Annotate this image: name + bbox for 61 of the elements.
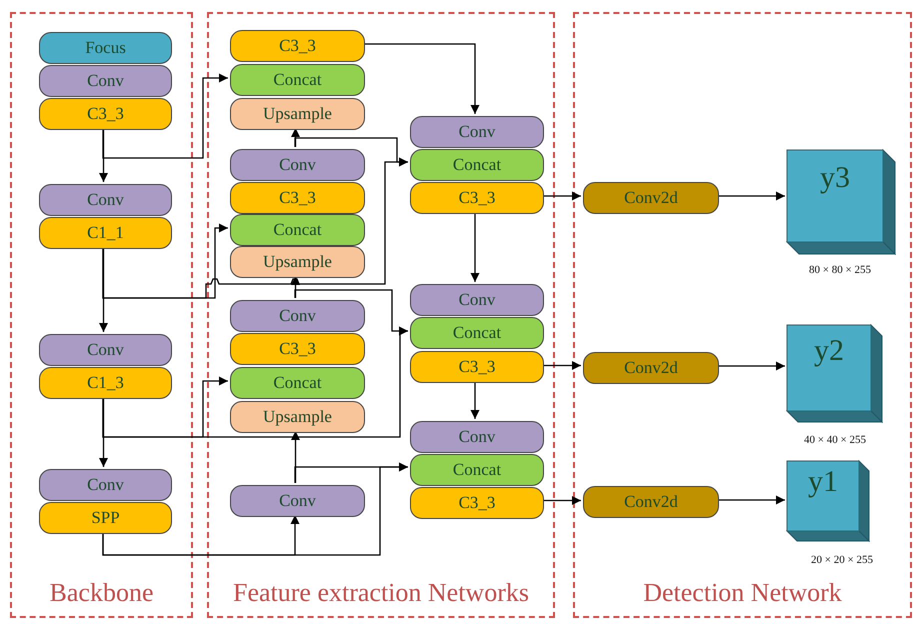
dimension-note: 20 × 20 × 255 bbox=[811, 554, 873, 566]
layer-block: C3_3 bbox=[230, 182, 365, 214]
layer-block: Conv2d bbox=[583, 352, 719, 384]
layer-block: Concat bbox=[410, 149, 544, 181]
layer-block: Concat bbox=[410, 454, 544, 486]
layer-block: Conv bbox=[410, 421, 544, 453]
arrow bbox=[542, 192, 581, 200]
section-title: Backbone bbox=[48, 578, 154, 608]
layer-block: C3_3 bbox=[39, 98, 172, 130]
arrow bbox=[717, 192, 785, 200]
layer-block: Conv2d bbox=[583, 486, 719, 518]
section-frame bbox=[207, 12, 555, 618]
arrow bbox=[470, 212, 480, 282]
layer-block: Conv bbox=[39, 65, 172, 97]
dimension-note: 80 × 80 × 255 bbox=[809, 264, 871, 276]
section-title: Feature extraction Networks bbox=[232, 578, 530, 608]
arrow bbox=[291, 431, 300, 483]
arrow bbox=[294, 289, 408, 336]
arrow bbox=[542, 361, 581, 370]
section-title: Detection Network bbox=[642, 578, 843, 608]
dimension-note: 40 × 40 × 255 bbox=[804, 434, 866, 446]
arrow bbox=[363, 43, 480, 114]
section-frame bbox=[573, 12, 912, 618]
layer-block: Focus bbox=[39, 32, 172, 64]
arrow bbox=[102, 74, 228, 159]
layer-block: Conv2d bbox=[583, 182, 719, 214]
section-frame bbox=[10, 12, 193, 618]
layer-block: C3_3 bbox=[410, 182, 544, 214]
arrow bbox=[294, 462, 408, 483]
arrow bbox=[542, 496, 581, 505]
layer-block: C3_3 bbox=[410, 351, 544, 383]
arrow bbox=[717, 362, 785, 370]
arrow bbox=[99, 128, 108, 182]
arrow bbox=[291, 276, 300, 298]
layer-block: Concat bbox=[230, 64, 365, 96]
arrow bbox=[99, 247, 108, 332]
layer-block: Concat bbox=[230, 214, 365, 246]
arrow bbox=[99, 397, 108, 467]
arrow bbox=[717, 496, 785, 504]
layer-block: Conv bbox=[230, 149, 365, 181]
layer-block: Concat bbox=[410, 317, 544, 349]
layer-block: C3_3 bbox=[410, 487, 544, 519]
arrow bbox=[294, 137, 408, 166]
layer-block: SPP bbox=[39, 502, 172, 534]
layer-block: Conv bbox=[39, 469, 172, 501]
layer-block: C1_1 bbox=[39, 217, 172, 249]
layer-block: C1_3 bbox=[39, 367, 172, 399]
layer-block: Upsample bbox=[230, 401, 365, 433]
arrow bbox=[291, 128, 300, 147]
layer-block: Conv bbox=[230, 300, 365, 332]
layer-block: C3_3 bbox=[230, 30, 365, 62]
layer-block: Concat bbox=[230, 367, 365, 399]
layer-block: Upsample bbox=[230, 246, 365, 278]
layer-block: Conv bbox=[39, 334, 172, 366]
layer-block: C3_3 bbox=[230, 333, 365, 365]
layer-block: Conv bbox=[410, 116, 544, 148]
layer-block: Conv bbox=[410, 284, 544, 316]
layer-block: Conv bbox=[39, 184, 172, 216]
layer-block: Upsample bbox=[230, 98, 365, 130]
layer-block: Conv bbox=[230, 485, 365, 517]
arrow bbox=[470, 381, 480, 419]
